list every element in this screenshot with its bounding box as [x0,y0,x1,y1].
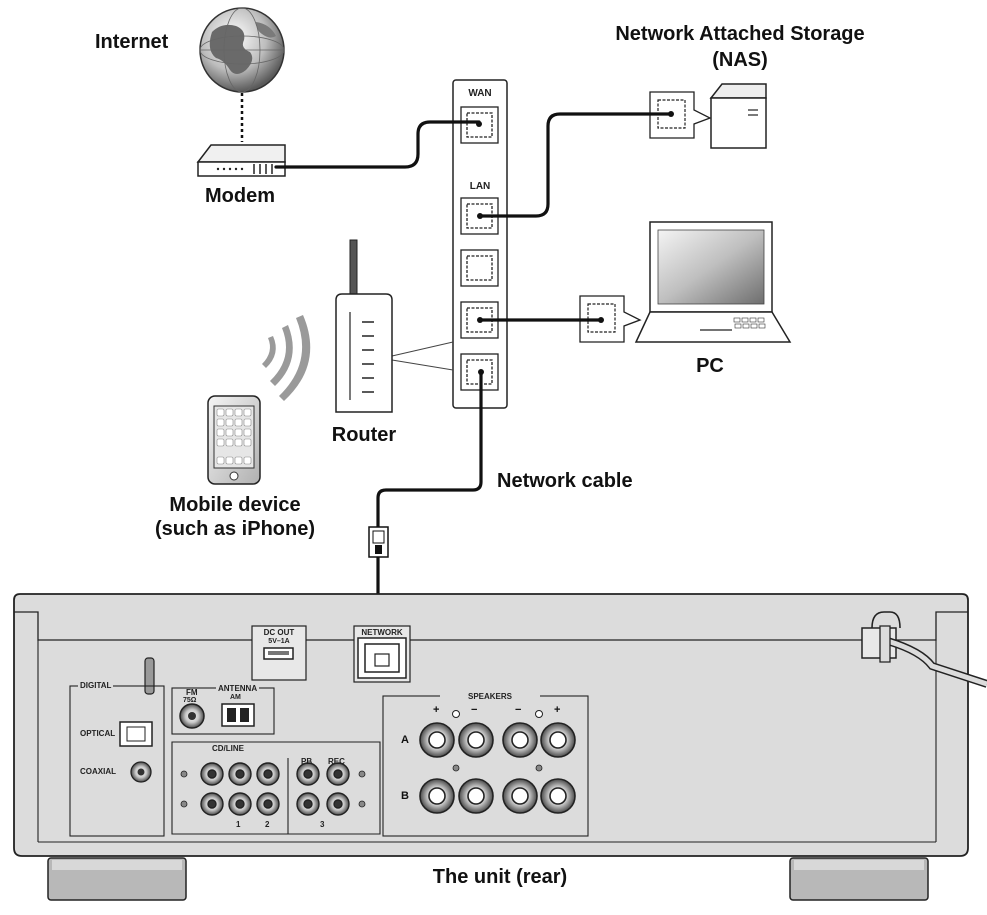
dc-out-rating-label: 5V–1A [268,638,290,645]
dc-out-port [251,625,307,681]
nas-label-line2: (NAS) [712,49,768,71]
speaker-row-b-label: B [401,790,409,802]
pc-label: PC [696,355,724,377]
nas-label-line1: Network Attached Storage [615,23,865,45]
minus-sign-left: − [471,704,478,716]
mobile-device-label-line2: (such as iPhone) [154,518,316,540]
network-cable [376,370,483,529]
router-lan-port-2 [460,249,499,287]
wan-cable [274,120,481,169]
power-cord [861,611,987,688]
router-label: Router [331,424,397,446]
nas-cable [478,112,673,218]
dc-out-label: DC OUT [263,628,295,637]
antenna-label: ANTENNA [216,684,260,694]
optical-label: OPTICAL [80,729,116,738]
mobile-device-label-line1: Mobile device [169,494,301,516]
digital-input-section [69,685,165,837]
modem-label: Modem [205,185,275,207]
plus-sign-left: + [433,704,440,716]
am-antenna-terminal [221,703,255,727]
pb-label: PB [301,757,313,766]
plus-sign-right: + [554,704,561,716]
internet-label: Internet [95,31,169,53]
speaker-terminal-section [382,695,589,837]
network-port-label: NETWORK [361,628,403,637]
input-1-label: 1 [236,820,241,829]
wifi-signal-icon [262,315,311,401]
network-cable-plug-icon [368,526,389,558]
minus-sign-right: − [515,704,522,716]
modem-icon [196,144,286,177]
digital-section-label: DIGITAL [78,681,114,691]
rec-label: REC [328,757,345,766]
analog-rca-section [171,741,381,835]
network-cable-label: Network cable [497,470,633,492]
globe-icon [199,7,285,93]
unit-rear-label: The unit (rear) [432,866,568,888]
unit-network-port [353,625,411,683]
input-2-label: 2 [265,820,270,829]
mobile-device-icon [207,395,261,485]
antenna-section [171,687,275,735]
nas-icon [709,83,767,149]
fm-label: FM [186,688,198,697]
cd-line-label: CD/LINE [212,744,244,753]
am-label: AM [230,694,241,701]
router-icon [335,239,393,413]
router-callout [391,341,454,371]
input-3-label: 3 [320,820,325,829]
laptop-icon [634,221,792,343]
speaker-row-a-label: A [401,734,409,746]
lan-port-label: LAN [469,181,491,192]
speakers-label: SPEAKERS [440,692,540,702]
fm-ohm-label: 75Ω [183,697,197,704]
wireless-antenna [144,657,155,695]
coaxial-label: COAXIAL [80,767,116,776]
wan-port-label: WAN [468,88,492,99]
